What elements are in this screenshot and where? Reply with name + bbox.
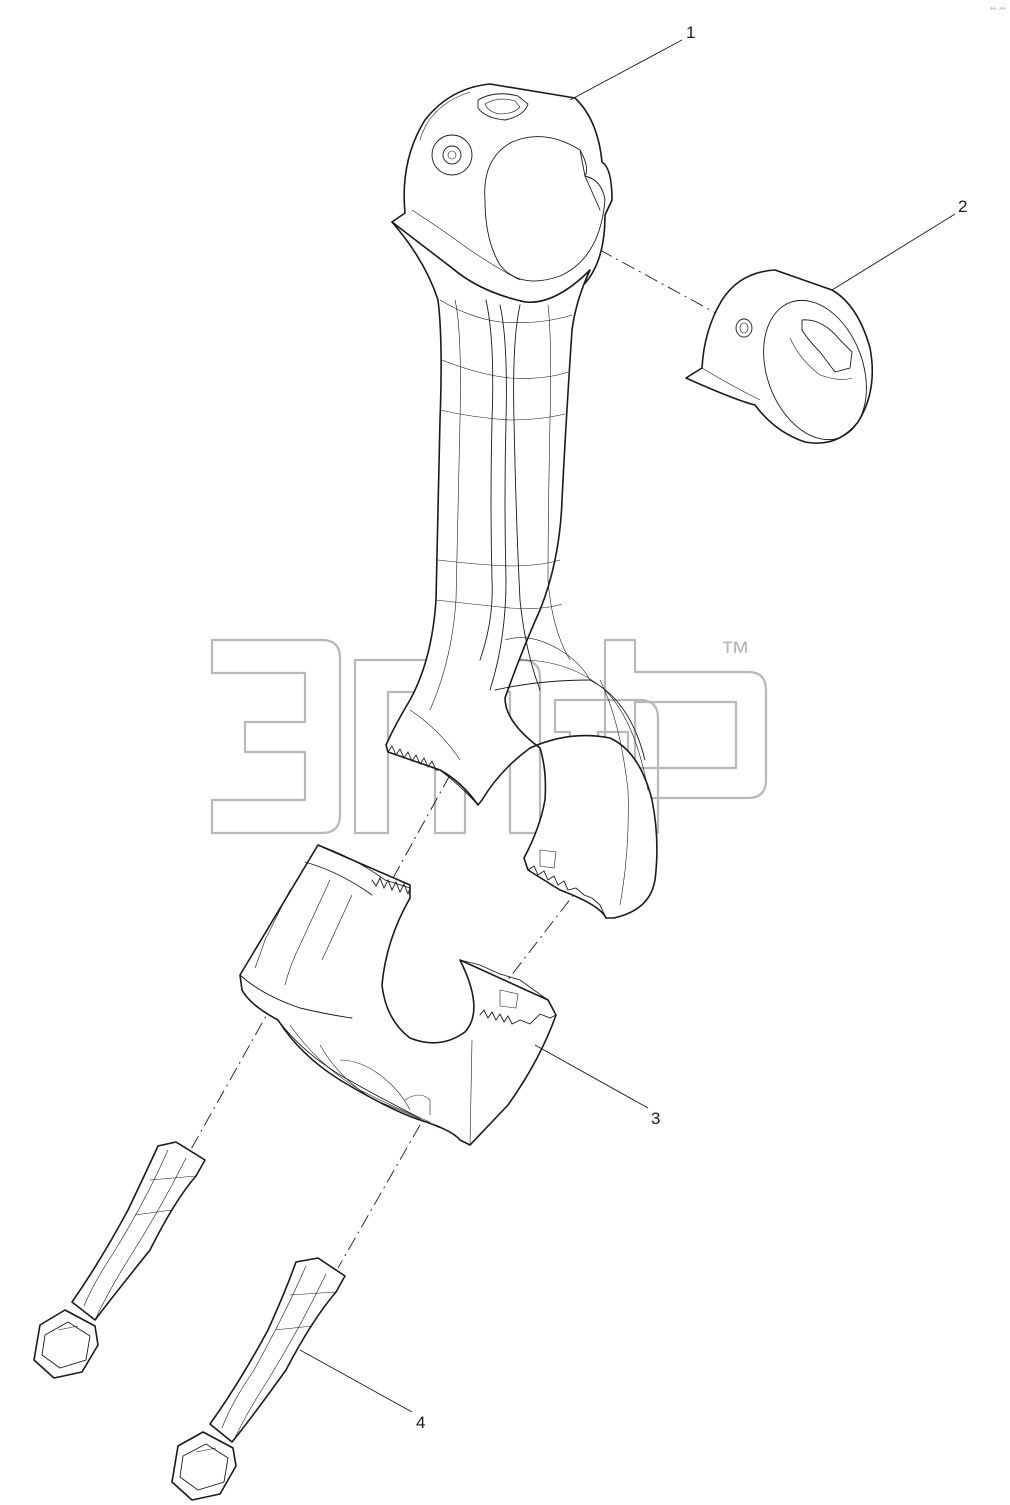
callout-3-label: 3 [651,1109,660,1128]
bolt-shank-lower [209,1257,346,1443]
bolt-axis-line-left-upper [344,774,451,966]
connecting-rod-bolt-lower [171,1257,346,1501]
rod-joint-face-right [527,865,607,919]
callout-1-leader [569,39,683,101]
hex-head-face-lower [179,1443,229,1491]
callout-3-leader [534,1044,649,1109]
connecting-rod-bolt-upper [33,1141,206,1379]
connecting-rod-cap [239,844,557,1146]
callout-1-label: 1 [686,23,695,42]
piston-pin-bushing [685,269,874,444]
callout-4: 4 [299,1349,425,1432]
bolt-axis-line-right-upper [499,879,586,991]
callout-2: 2 [831,197,967,291]
bushing-bore [763,299,867,441]
callout-3: 3 [534,1044,660,1128]
callout-4-label: 4 [416,1413,425,1432]
bolt-axis-line-left-lower [184,999,276,1161]
assembly-center-lines [184,199,726,1269]
small-end-oil-pocket [477,93,529,121]
cap-joint-face-left [371,876,411,896]
hex-head-face-upper [41,1321,91,1369]
small-end-side-boss [431,134,473,176]
callout-1: 1 [569,23,695,101]
watermark-letter-4 [603,638,768,800]
callout-2-label: 2 [958,197,967,216]
cap-body [239,844,557,1146]
callout-4-leader [299,1349,413,1413]
bolt-shank-upper [71,1141,206,1321]
bolt-axis-line-right-lower [337,1124,421,1269]
rod-joint-face-left [387,745,441,771]
bushing-oil-hole [735,318,753,338]
small-end-bore [484,136,606,282]
bushing-body [685,269,874,444]
corner-mark: °° ·°° [990,7,1006,14]
cap-joint-face-right [479,1009,557,1025]
connecting-rod [385,83,658,919]
trademark-symbol: ™ [720,636,750,669]
watermark-letter-1 [210,638,342,835]
callout-2-leader [831,213,956,291]
pin-axis-line [507,199,726,319]
rod-shank [385,221,658,919]
small-end-oil-hole [442,145,462,165]
